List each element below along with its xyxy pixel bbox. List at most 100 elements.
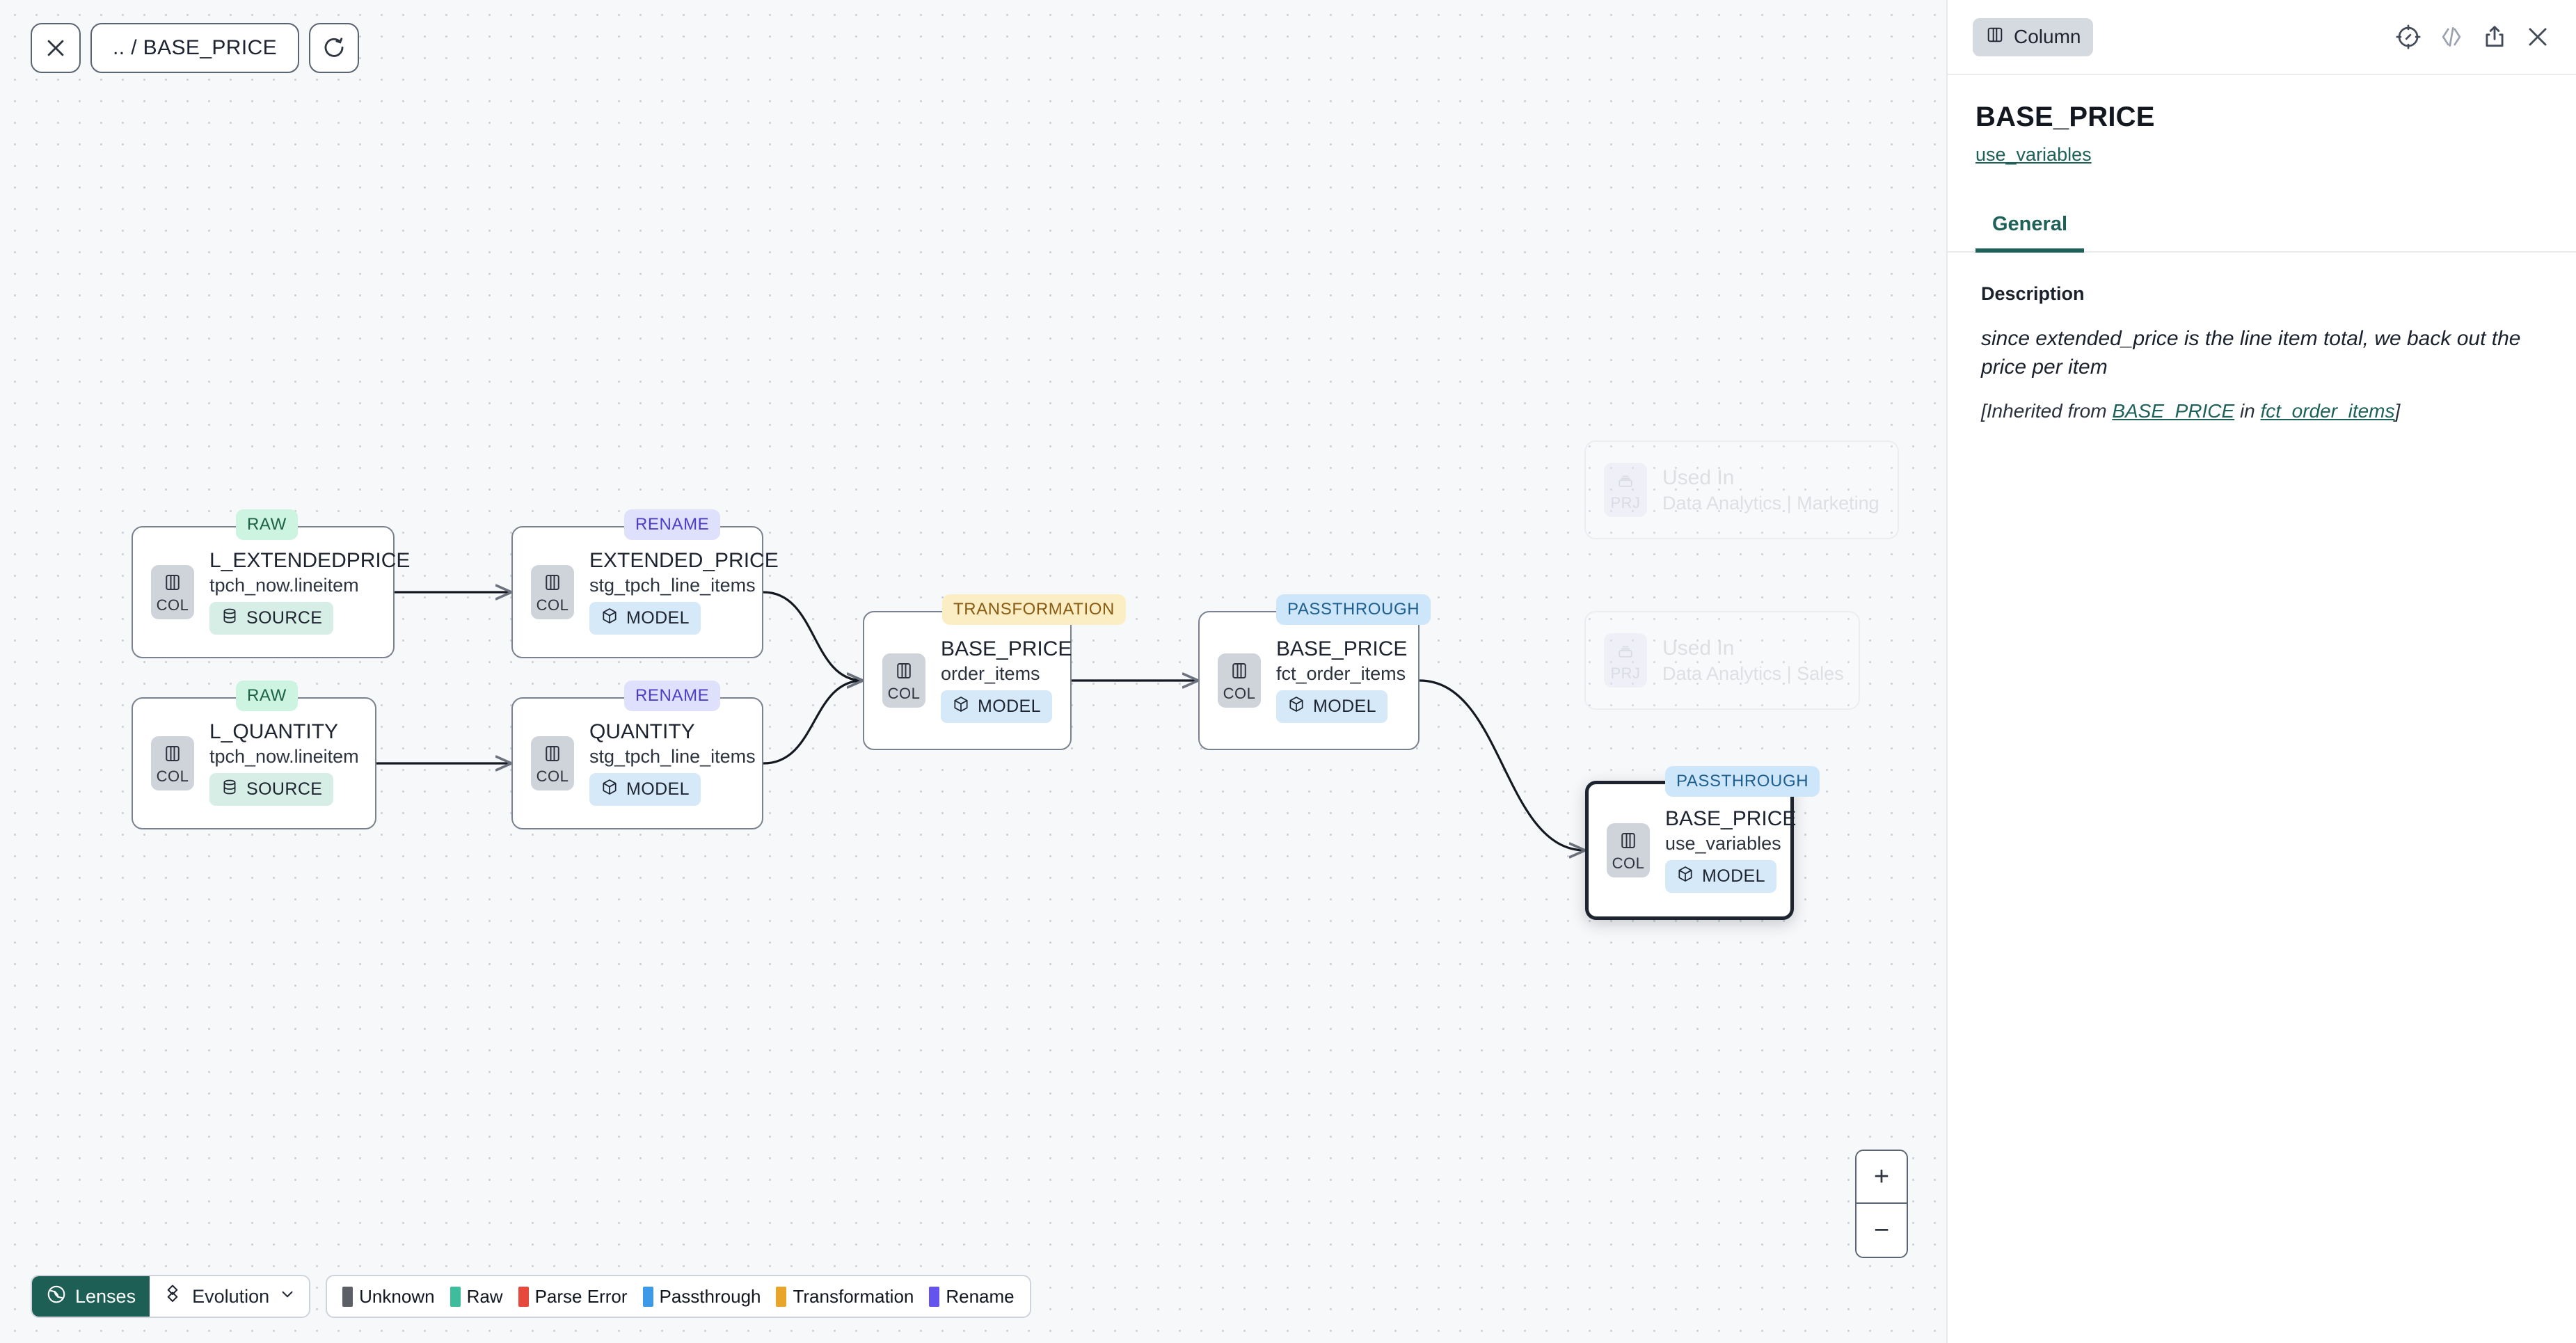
zoom-out-button[interactable]: −	[1857, 1204, 1907, 1257]
node-kind-chip: COL	[151, 736, 194, 790]
legend-label: Transformation	[793, 1285, 914, 1307]
node-title: L_QUANTITY	[209, 720, 339, 743]
node-kind-label: COL	[887, 684, 921, 702]
node-kind-label: COL	[156, 767, 189, 785]
description-label: Description	[1981, 283, 2085, 304]
inherited-prefix: [Inherited from	[1981, 399, 2113, 422]
lenses-button[interactable]: Lenses	[32, 1276, 150, 1317]
inherited-suffix: ]	[2394, 399, 2401, 422]
legend-item-unknown[interactable]: Unknown	[342, 1286, 435, 1308]
breadcrumb-label: .. / BASE_PRICE	[113, 36, 278, 59]
lenses-group: Lenses Evolution	[31, 1275, 311, 1318]
node-title: L_EXTENDEDPRICE	[209, 548, 411, 572]
column-icon	[1229, 660, 1250, 685]
share-icon[interactable]	[2481, 24, 2508, 50]
node-materialization-label: MODEL	[1313, 697, 1376, 717]
node-title: EXTENDED_PRICE	[589, 548, 779, 572]
inherited-model-link[interactable]: fct_order_items	[2260, 399, 2395, 422]
node-materialization-chip: MODEL	[941, 690, 1052, 724]
refresh-button[interactable]	[309, 23, 360, 73]
tab-general[interactable]: General	[1975, 206, 2084, 253]
legend-item-transformation[interactable]: Transformation	[776, 1286, 914, 1308]
page-title: BASE_PRICE	[1975, 102, 2155, 132]
edge-fct-to-usevars	[1419, 679, 1585, 850]
node-subtitle: Data Analytics | Sales	[1662, 662, 1844, 684]
compass-icon[interactable]	[2395, 24, 2422, 50]
node-subtitle: tpch_now.lineitem	[209, 575, 359, 596]
column-icon	[1618, 830, 1639, 855]
node-materialization-label: MODEL	[626, 779, 690, 800]
close-graph-button[interactable]	[31, 23, 81, 73]
node-title: Used In	[1662, 466, 1735, 490]
parent-model-link[interactable]: use_variables	[1975, 144, 2092, 165]
node-materialization-label: SOURCE	[246, 779, 323, 800]
node-title: Used In	[1662, 637, 1735, 660]
lens-icon	[46, 1284, 67, 1310]
node-badge-rename: RENAME	[624, 681, 721, 711]
node-subtitle: Data Analytics | Marketing	[1662, 492, 1879, 514]
legend-swatch	[342, 1286, 353, 1307]
legend-item-rename[interactable]: Rename	[929, 1286, 1015, 1308]
close-icon	[44, 36, 67, 60]
inherited-column-link[interactable]: BASE_PRICE	[2112, 399, 2235, 422]
zoom-in-button[interactable]: +	[1857, 1151, 1907, 1204]
node-badge-raw: RAW	[236, 509, 298, 540]
entity-type-label: Column	[2014, 26, 2081, 47]
legend-swatch	[450, 1286, 461, 1307]
node-kind-label: COL	[536, 596, 569, 614]
refresh-icon	[322, 36, 346, 60]
legend-swatch	[776, 1286, 787, 1307]
node-kind-label: COL	[156, 596, 189, 614]
code-icon[interactable]	[2438, 24, 2465, 50]
project-icon	[1615, 640, 1636, 665]
node-materialization-chip: MODEL	[589, 602, 701, 635]
panel-header: Column	[1948, 0, 2576, 75]
legend-item-passthrough[interactable]: Passthrough	[642, 1286, 761, 1308]
lineage-legend: Unknown Raw Parse Error Passthrough Transfor…	[326, 1275, 1031, 1318]
node-materialization-chip: SOURCE	[209, 602, 334, 635]
evolution-dropdown[interactable]: Evolution	[150, 1276, 310, 1317]
node-kind-label: COL	[1612, 854, 1645, 872]
legend-item-parse-error[interactable]: Parse Error	[518, 1286, 628, 1308]
node-badge-transformation: TRANSFORMATION	[942, 594, 1126, 625]
close-icon[interactable]	[2525, 24, 2551, 50]
breadcrumb[interactable]: .. / BASE_PRICE	[90, 23, 300, 73]
description-text: since extended_price is the line item to…	[1981, 327, 2521, 379]
node-materialization-chip: SOURCE	[209, 773, 334, 806]
column-icon	[162, 743, 183, 768]
node-title: QUANTITY	[589, 720, 695, 743]
node-subtitle: fct_order_items	[1276, 663, 1406, 685]
node-title: BASE_PRICE	[941, 637, 1072, 660]
column-icon	[1985, 25, 2005, 49]
column-icon	[162, 572, 183, 596]
node-kind-label: PRJ	[1610, 664, 1641, 682]
cube-icon	[601, 607, 619, 630]
legend-label: Parse Error	[534, 1285, 628, 1307]
node-subtitle: stg_tpch_line_items	[589, 746, 756, 768]
node-badge-rename: RENAME	[624, 509, 721, 540]
node-kind-chip: COL	[1607, 823, 1650, 877]
project-icon	[1615, 470, 1636, 494]
legend-item-raw[interactable]: Raw	[450, 1286, 503, 1308]
node-kind-chip: PRJ	[1604, 633, 1647, 688]
evolution-icon	[162, 1284, 183, 1310]
cube-icon	[601, 778, 619, 801]
edge-qty-to-order	[763, 681, 863, 765]
